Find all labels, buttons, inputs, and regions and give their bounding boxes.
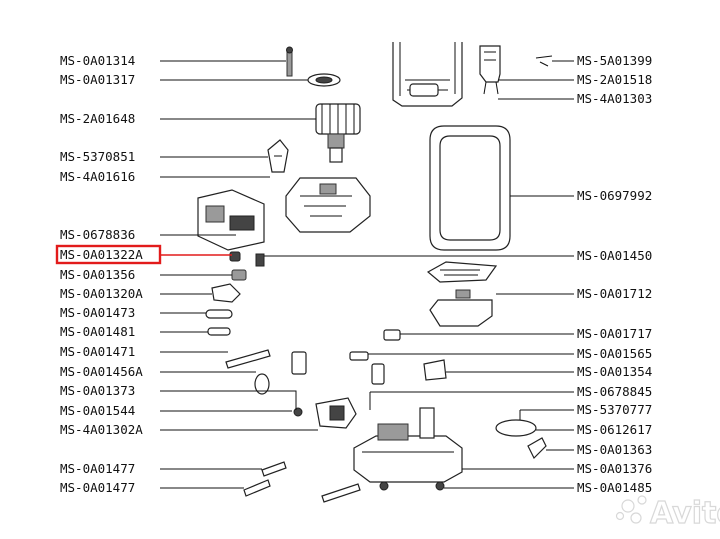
part-label: MS-0A01373 [60, 383, 135, 398]
pump-motor [315, 103, 361, 163]
boiler-body [285, 177, 371, 233]
part-label: MS-0697992 [577, 188, 652, 203]
part-label: MS-0A01473 [60, 305, 135, 320]
leader-lines [160, 60, 574, 489]
part-label: MS-5370851 [60, 149, 135, 164]
highlighted-part-label: MS-0A01322A [60, 247, 143, 262]
part-label: MS-0A01717 [577, 326, 652, 341]
part-label: MS-4A01616 [60, 169, 135, 184]
part-label: MS-0A01450 [577, 248, 652, 263]
small-bracket [267, 139, 289, 173]
clip-parts [479, 45, 553, 95]
part-label: MS-0A01314 [60, 53, 135, 68]
avito-logo-icon [615, 495, 647, 524]
parts-drawing [197, 42, 553, 503]
part-label: MS-0A01485 [577, 480, 652, 495]
part-label: MS-0A01477 [60, 480, 135, 495]
part-label: MS-0A01565 [577, 346, 652, 361]
part-label: MS-0A01363 [577, 442, 652, 457]
part-label: MS-0A01481 [60, 324, 135, 339]
left-labels: MS-0A01314 MS-0A01317 MS-2A01648 MS-5370… [60, 53, 143, 495]
part-label: MS-0678845 [577, 384, 652, 399]
part-label: MS-2A01518 [577, 72, 652, 87]
right-labels: MS-5A01399 MS-2A01518 MS-4A01303 MS-0697… [577, 53, 652, 495]
part-label: MS-0A01471 [60, 344, 135, 359]
highlight-box [55, 244, 162, 265]
part-label: MS-0A01356 [60, 267, 135, 282]
part-label: MS-5370777 [577, 402, 652, 417]
rods [243, 461, 361, 503]
part-label: MS-0A01456A [60, 364, 143, 379]
water-tank [392, 42, 463, 107]
part-label: MS-0612617 [577, 422, 652, 437]
small-parts [205, 251, 357, 429]
part-label: MS-0678836 [60, 227, 135, 242]
part-label: MS-0A01376 [577, 461, 652, 476]
part-label: MS-4A01303 [577, 91, 652, 106]
control-board [197, 189, 265, 251]
part-label: MS-0A01354 [577, 364, 652, 379]
part-label: MS-5A01399 [577, 53, 652, 68]
part-label: MS-0A01477 [60, 461, 135, 476]
part-label: MS-4A01302A [60, 422, 143, 437]
pin-part [286, 46, 341, 87]
machine-base [353, 407, 463, 491]
display-frame [429, 125, 511, 251]
part-label: MS-0A01544 [60, 403, 135, 418]
part-label: MS-0A01712 [577, 286, 652, 301]
part-label: MS-0A01320A [60, 286, 143, 301]
watermark-text: Avito [650, 496, 720, 531]
part-label: MS-0A01317 [60, 72, 135, 87]
part-label: MS-2A01648 [60, 111, 135, 126]
avito-watermark: Avito [615, 495, 720, 532]
drip-tray [426, 261, 498, 327]
right-small-parts [349, 329, 547, 460]
